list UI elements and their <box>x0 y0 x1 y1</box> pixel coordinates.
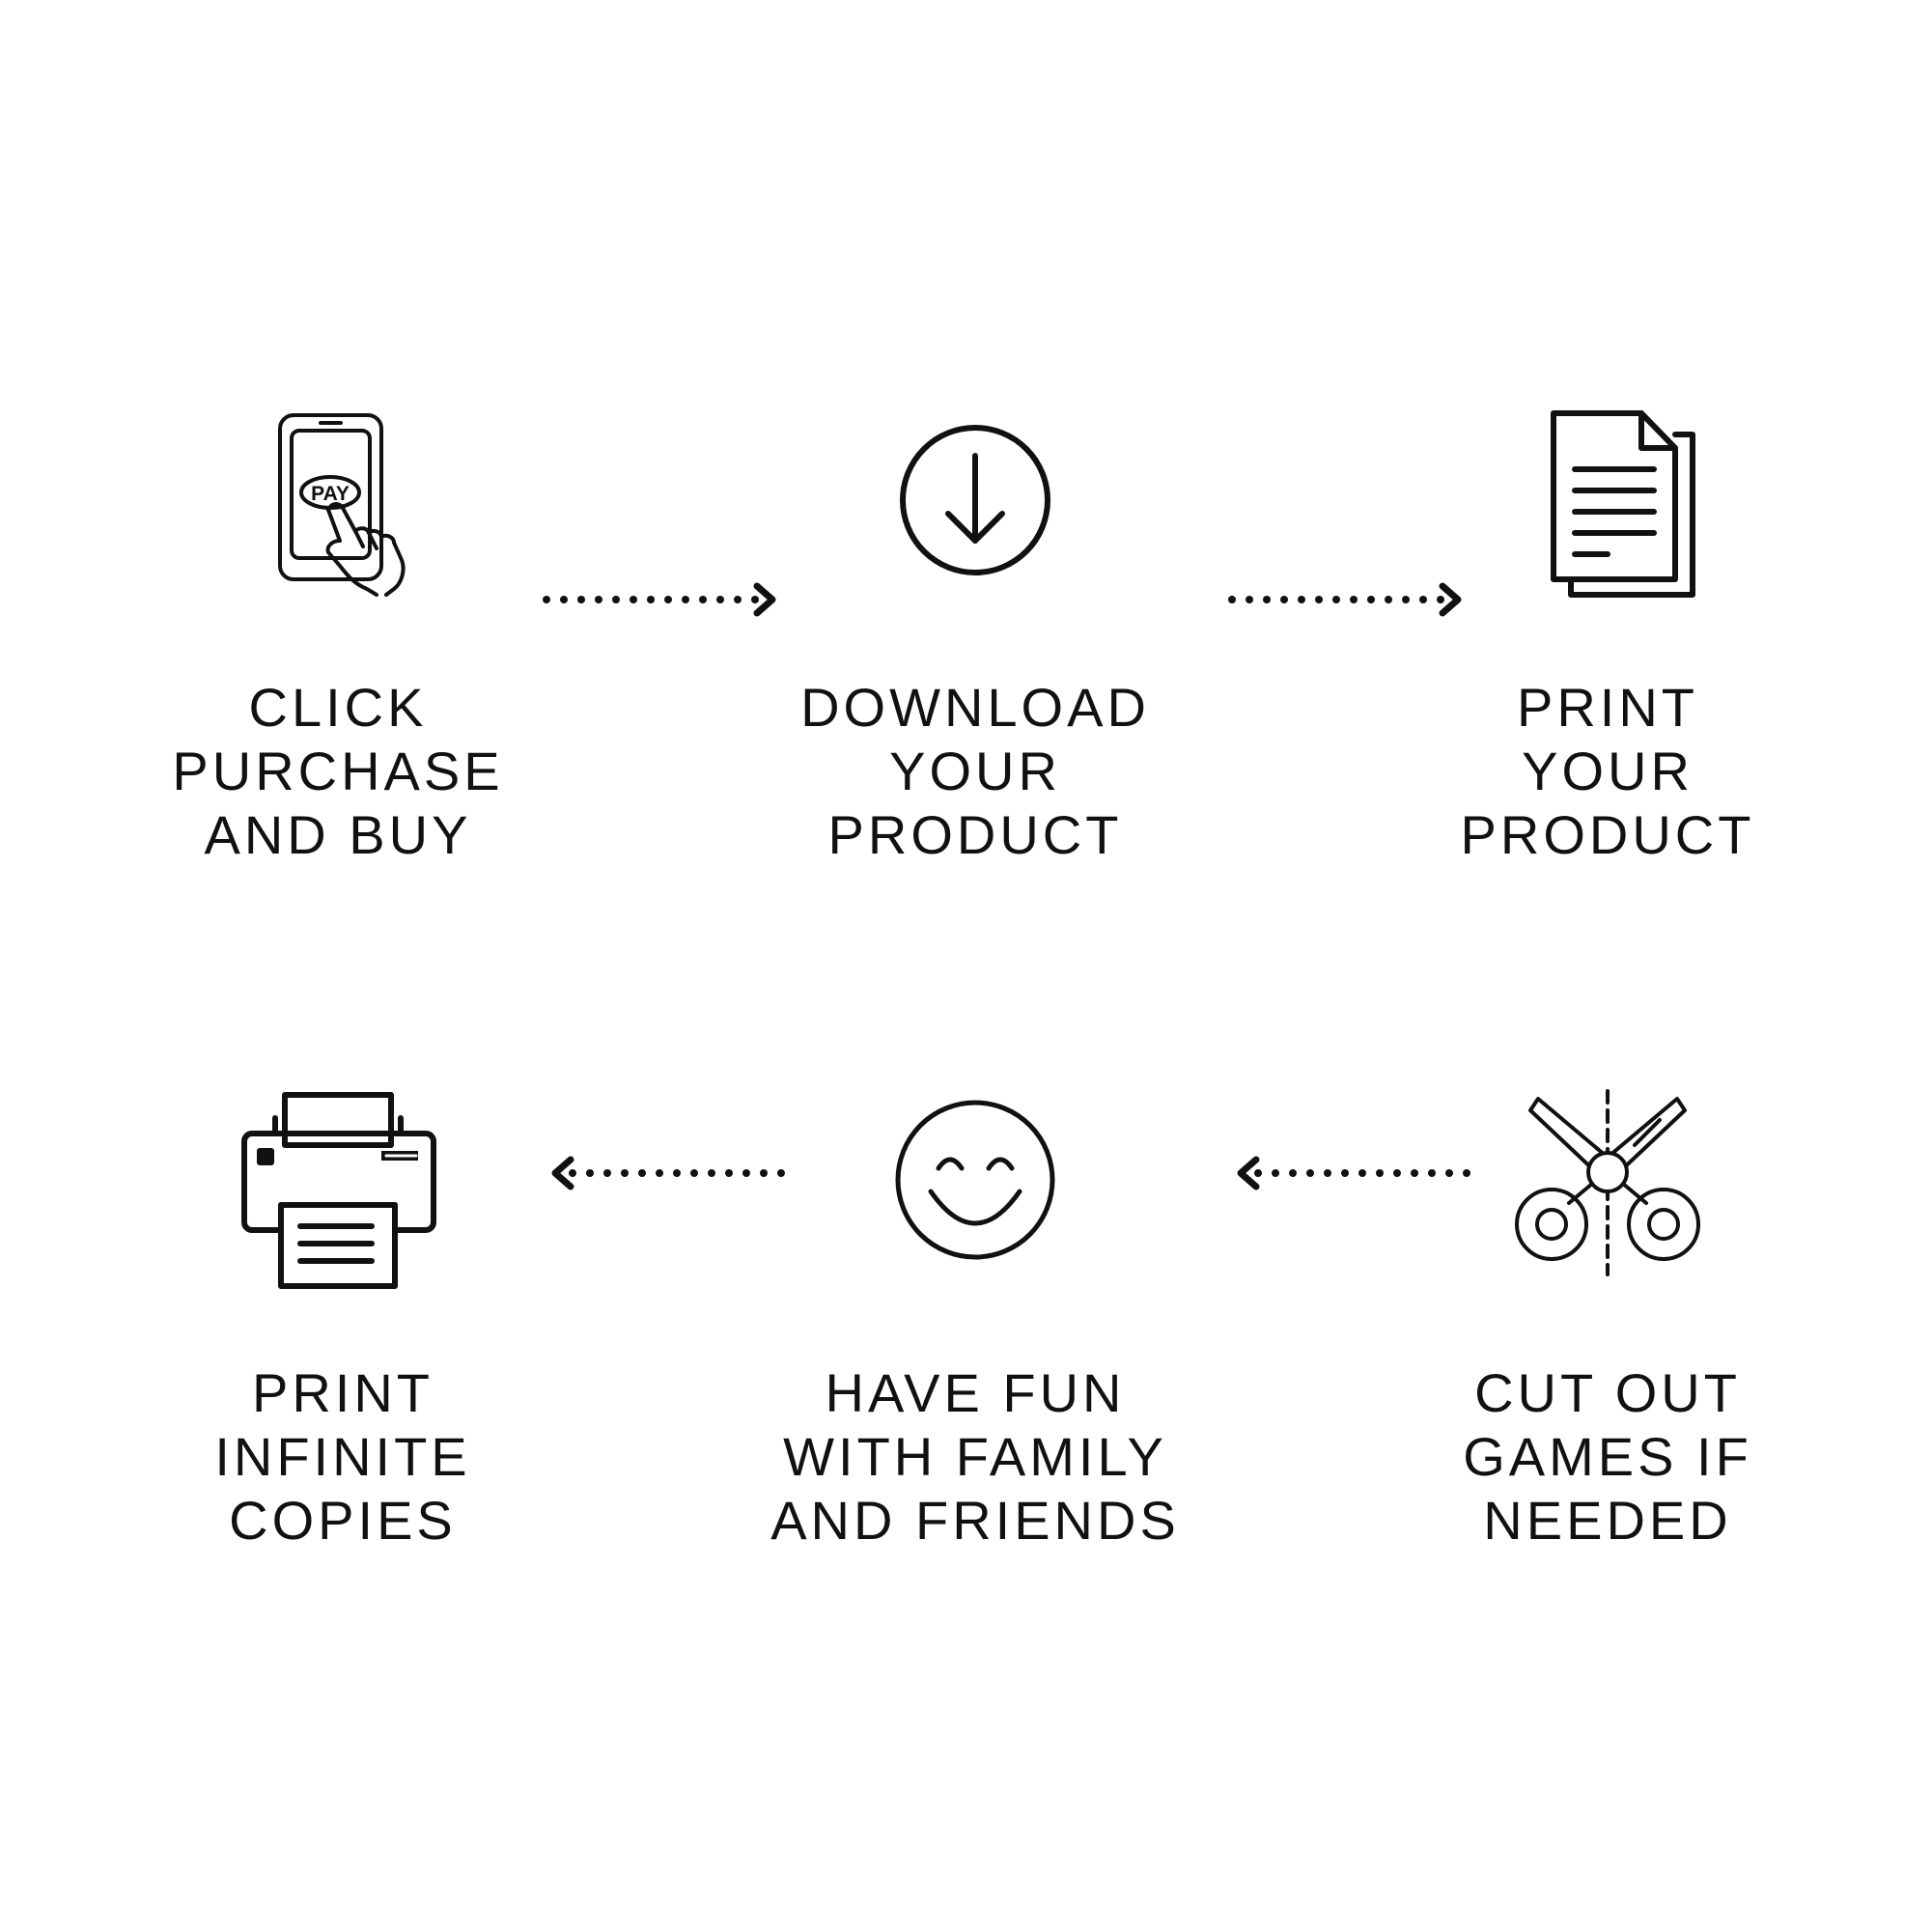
arrow-left-1 <box>536 1154 787 1192</box>
step-click-purchase: PAY CLICK PURCHASE AND BUY <box>68 406 608 867</box>
step-print-product: PRINT YOUR PRODUCT <box>1337 406 1878 867</box>
step-download: DOWNLOAD YOUR PRODUCT <box>705 406 1246 867</box>
step-cut-out: CUT OUT GAMES IF NEEDED <box>1337 1089 1878 1553</box>
step-label: DOWNLOAD YOUR PRODUCT <box>800 677 1150 865</box>
step-print-copies: PRINT INFINITE COPIES <box>72 1091 613 1553</box>
document-icon <box>1501 406 1714 618</box>
scissors-icon <box>1501 1089 1714 1303</box>
phone-pay-icon: PAY <box>232 406 444 618</box>
arrow-left-2 <box>1221 1154 1472 1192</box>
step-label: PRINT YOUR PRODUCT <box>1460 677 1755 865</box>
step-label: CUT OUT GAMES IF NEEDED <box>1463 1362 1752 1551</box>
smiley-icon <box>869 1091 1081 1303</box>
printer-icon <box>237 1091 449 1303</box>
step-label: PRINT INFINITE COPIES <box>214 1362 471 1551</box>
svg-text:PAY: PAY <box>311 483 350 505</box>
download-icon <box>869 406 1081 618</box>
step-label: CLICK PURCHASE AND BUY <box>172 677 504 865</box>
arrow-right-1 <box>541 580 792 619</box>
arrow-right-2 <box>1226 580 1477 619</box>
step-have-fun: HAVE FUN WITH FAMILY AND FRIENDS <box>705 1091 1246 1553</box>
step-label: HAVE FUN WITH FAMILY AND FRIENDS <box>770 1362 1180 1551</box>
